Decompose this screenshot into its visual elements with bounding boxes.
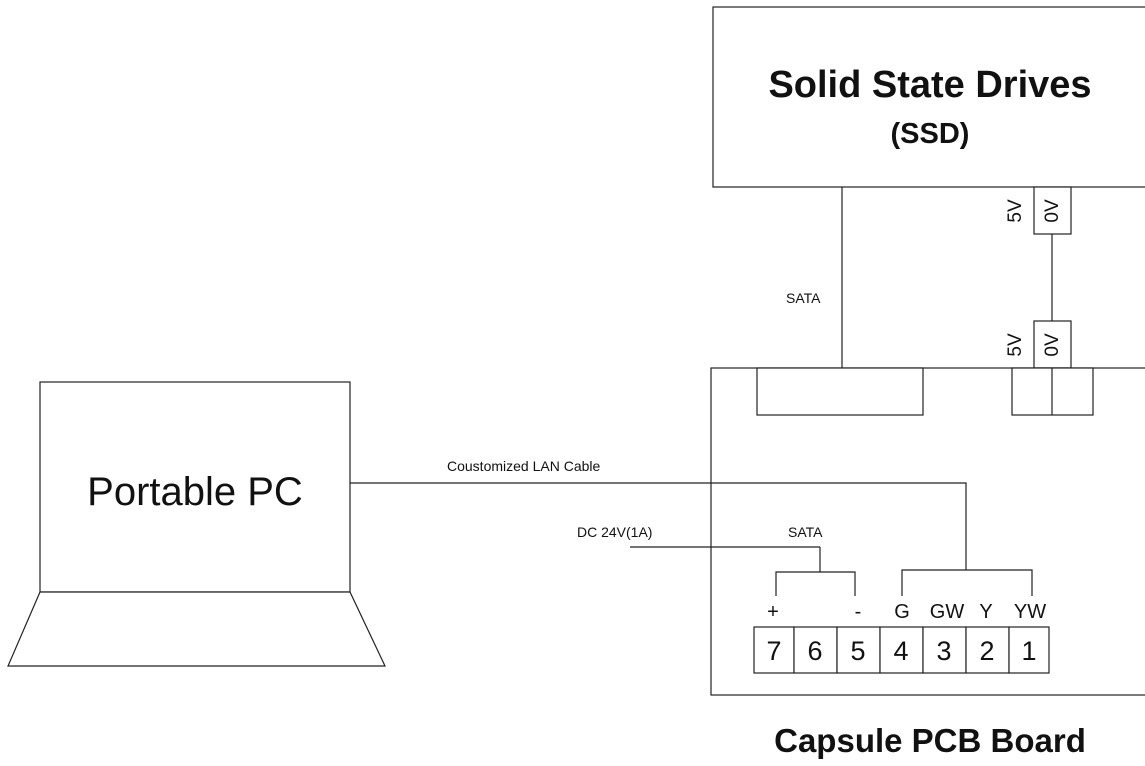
terminal-pin-number: 3 bbox=[936, 636, 951, 666]
terminal-pin-number: 6 bbox=[807, 636, 822, 666]
terminal-pin-number: 5 bbox=[850, 636, 865, 666]
terminal-pin-cell bbox=[836, 626, 881, 674]
terminal-pin-cell bbox=[879, 626, 924, 674]
signal-label: + bbox=[767, 601, 779, 623]
signal-label: - bbox=[855, 601, 862, 623]
terminal-block: 7 6 5 4 3 2 1 bbox=[753, 626, 1050, 674]
dc-bracket bbox=[775, 571, 856, 596]
ssd-5v-label: 5V bbox=[1005, 199, 1026, 223]
terminal-pin-number: 1 bbox=[1021, 636, 1036, 666]
terminal-pin-number: 4 bbox=[893, 636, 908, 666]
ssd-subtitle: (SSD) bbox=[891, 118, 970, 150]
lan-bracket bbox=[901, 569, 1033, 596]
ssd-0v-label: 0V bbox=[1042, 199, 1063, 223]
terminal-pin-cell bbox=[753, 626, 795, 674]
lan-cable-label: Coustomized LAN Cable bbox=[447, 458, 601, 474]
dc-sata-label: SATA bbox=[788, 524, 823, 540]
terminal-pin-number: 2 bbox=[979, 636, 994, 666]
ssd-title: Solid State Drives bbox=[768, 64, 1091, 106]
signal-label: GW bbox=[930, 601, 965, 623]
pc-keyboard-base bbox=[7, 591, 386, 667]
pcb-title: Capsule PCB Board bbox=[774, 722, 1086, 759]
pcb-5v-label: 5V bbox=[1005, 333, 1026, 357]
terminal-pin-cell bbox=[793, 626, 838, 674]
ssd-box bbox=[712, 6, 1145, 188]
terminal-pin-number: 7 bbox=[766, 636, 781, 666]
pcb-0v-label: 0V bbox=[1042, 333, 1063, 357]
portable-pc: Portable PC bbox=[7, 381, 386, 667]
signal-label: YW bbox=[1014, 601, 1046, 623]
ssd-block: Solid State Drives (SSD) bbox=[712, 6, 1145, 188]
pcb-sata-connector bbox=[756, 367, 924, 416]
terminal-pin-cell bbox=[1008, 626, 1050, 674]
ssd-power-socket bbox=[1033, 186, 1072, 235]
lan-cable bbox=[350, 482, 967, 570]
terminal-signal-labels: + - G GW Y YW bbox=[767, 601, 1046, 623]
signal-label: G bbox=[894, 601, 910, 623]
dc-power-label: DC 24V(1A) bbox=[577, 524, 652, 540]
ssd-power-connector: 5V 0V bbox=[1005, 186, 1072, 235]
pc-screen bbox=[39, 381, 351, 593]
signal-label: Y bbox=[979, 601, 992, 623]
sata-cable-label: SATA bbox=[786, 290, 821, 306]
pcb-power-labels: 5V 0V bbox=[1005, 320, 1072, 369]
pc-label: Portable PC bbox=[87, 470, 303, 514]
terminal-pin-cell bbox=[922, 626, 967, 674]
